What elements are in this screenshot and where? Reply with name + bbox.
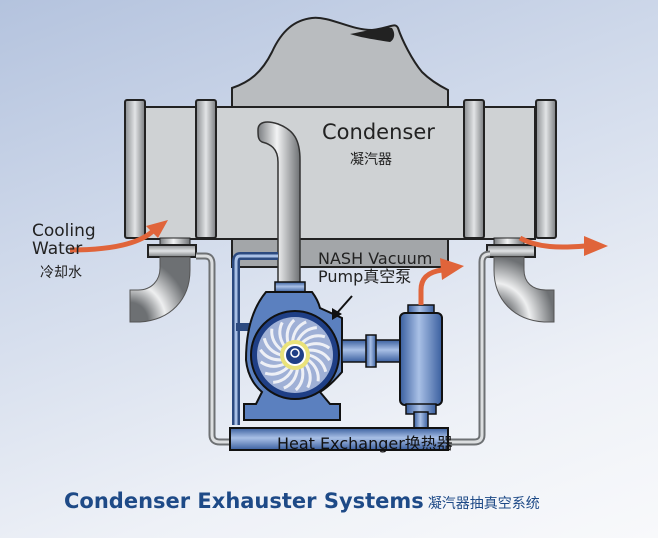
impeller-blade — [307, 358, 320, 382]
right-seal-water-pipe-highlight — [448, 252, 491, 444]
impeller-blade — [291, 320, 307, 342]
left-outer-flange — [124, 99, 146, 239]
cooling-water-outlet-elbow — [486, 237, 555, 323]
right-seal-water-pipe — [448, 250, 491, 446]
cooling-water-out-arrow — [518, 235, 608, 256]
impeller-blade — [308, 353, 328, 373]
left-seal-water-pipe — [196, 252, 232, 446]
impeller-blades — [259, 318, 331, 392]
impeller-blade — [283, 368, 299, 390]
impeller-blade — [259, 348, 282, 362]
left-inner-flange — [195, 99, 217, 239]
condenser-label-zh: 凝汽器 — [350, 152, 392, 168]
exhaust-arrow — [418, 258, 464, 305]
impeller-blade — [304, 363, 312, 389]
impeller-blade — [259, 360, 285, 368]
impeller-blade — [308, 348, 331, 362]
cooling-water-in-arrow — [69, 220, 168, 253]
discharge-flange — [365, 334, 377, 368]
condenser-label: Condenser — [322, 120, 435, 144]
heat-exchanger — [229, 427, 449, 451]
pump-pointer-arrow — [332, 295, 353, 320]
nash-pump-label-line1: NASH Vacuum — [318, 249, 433, 268]
condenser-dome — [231, 16, 449, 109]
nash-pump-label: NASH Vacuum Pump真空泵 — [318, 250, 432, 286]
diagram-title-en: Condenser Exhauster Systems — [64, 489, 424, 513]
impeller-blade — [300, 334, 326, 345]
bypass-pipe-highlight — [234, 254, 278, 425]
shaft-center — [290, 348, 300, 358]
heat-exchanger-label: Heat Exchanger换热器 — [277, 434, 453, 453]
impeller-blade — [296, 326, 318, 342]
impeller-blade — [264, 365, 290, 376]
nash-pump-label-line2: Pump真空泵 — [318, 267, 412, 286]
diagram-title-zh: 凝汽器抽真空系统 — [427, 496, 540, 512]
cooling-water-label: Cooling Water — [32, 221, 96, 259]
cooling-water-label-zh: 冷却水 — [40, 265, 82, 281]
nash-vacuum-pump — [243, 281, 401, 421]
cooling-water-inlet-elbow — [129, 237, 197, 323]
left-seal-water-pipe-highlight — [196, 254, 232, 444]
impeller-blade — [278, 321, 286, 347]
impeller-blade — [294, 366, 305, 392]
separator-tank — [399, 304, 443, 429]
pump-shaft — [284, 344, 306, 366]
impeller-blade — [262, 337, 282, 357]
dome-shadow — [350, 27, 395, 42]
right-inner-flange — [463, 99, 485, 239]
impeller-blade — [270, 328, 283, 352]
right-outer-flange — [535, 99, 557, 239]
impeller-blade — [285, 318, 296, 344]
impeller-blade — [272, 368, 294, 384]
impeller-blade — [305, 342, 331, 350]
